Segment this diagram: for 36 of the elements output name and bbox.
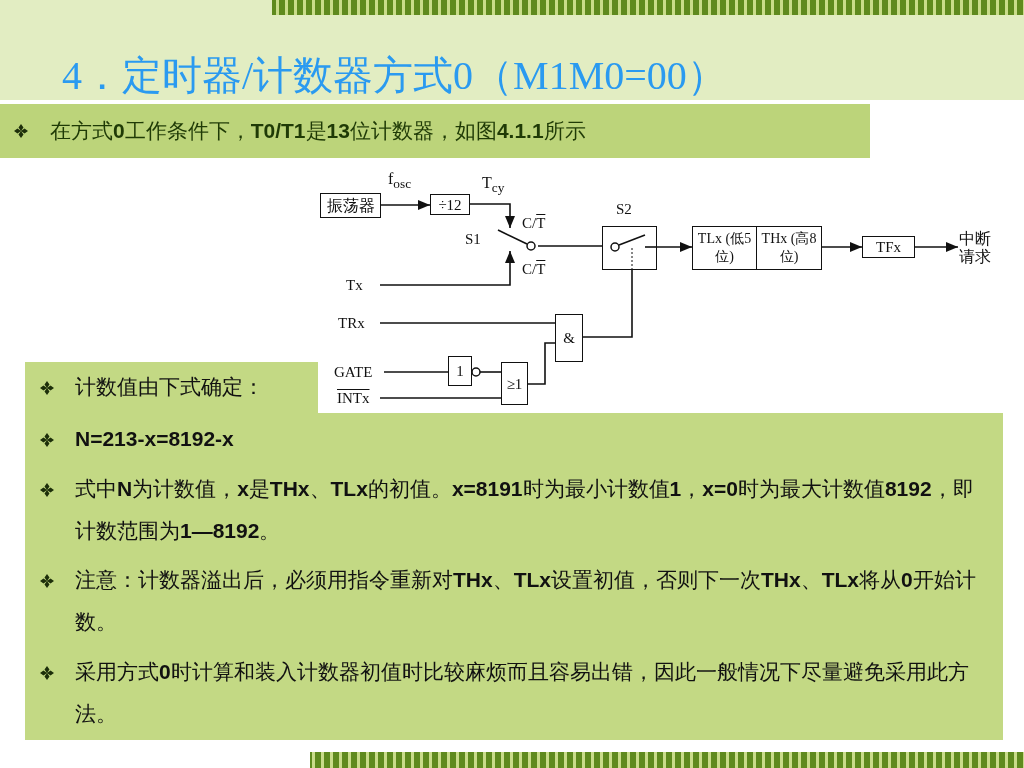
register-box: TLx (低5位) [692, 226, 757, 270]
switch-position-label: C/T [522, 214, 546, 232]
and-gate: & [555, 314, 583, 362]
input-label: GATE [334, 363, 384, 381]
switch-position-label: C/T [522, 260, 546, 278]
wire [582, 269, 633, 338]
arrow [914, 242, 959, 252]
arrow [380, 200, 431, 210]
bullet-text: N=213-x=8192-x [75, 426, 235, 452]
arrow [379, 250, 515, 286]
switch-label: S2 [616, 200, 632, 218]
or-gate: ≥1 [501, 362, 528, 405]
arrow [469, 203, 515, 229]
input-label: Tx [346, 276, 380, 294]
flag-box: TFx [862, 236, 915, 258]
input-label: INTx [337, 389, 380, 407]
wire [537, 245, 603, 247]
output-label: 中断请求 [959, 230, 995, 266]
wire [527, 342, 556, 385]
oscillator-box: 振荡器 [320, 193, 381, 218]
switch-label: S1 [465, 230, 481, 248]
wire [379, 322, 556, 324]
register-box: THx (高8位) [756, 226, 822, 270]
edge-label: T$_{cy}$ [482, 174, 505, 198]
wire [383, 371, 449, 373]
not-gate: 1 [448, 356, 472, 386]
bullet-text: 在方式0工作条件下，T0/T1是13位计数器，如图4.1.1所示 [50, 118, 587, 144]
wire [379, 397, 502, 399]
arrow [821, 242, 863, 252]
bullet-text: 式中N为计数值，x是THx、TLx的初值。x=8191时为最小计数值1，x=0时为最大计数值8192，即计数范围为1—8192。 [75, 476, 975, 544]
bullet-text: 计数值由下式确定： [75, 374, 265, 400]
arrow [656, 242, 693, 252]
input-label: TRx [338, 314, 380, 332]
bullet-text: 采用方式0时计算和装入计数器初值时比较麻烦而且容易出错，因此一般情况下尽量避免采用此方法。 [75, 659, 970, 727]
slide-title: 4．定时器/计数器方式0（M1M0=00） [62, 52, 727, 100]
bullet-text: 注意：计数器溢出后，必须用指令重新对THx、TLx设置初值，否则下一次THx、TLx将从0开始计数。 [75, 567, 977, 635]
